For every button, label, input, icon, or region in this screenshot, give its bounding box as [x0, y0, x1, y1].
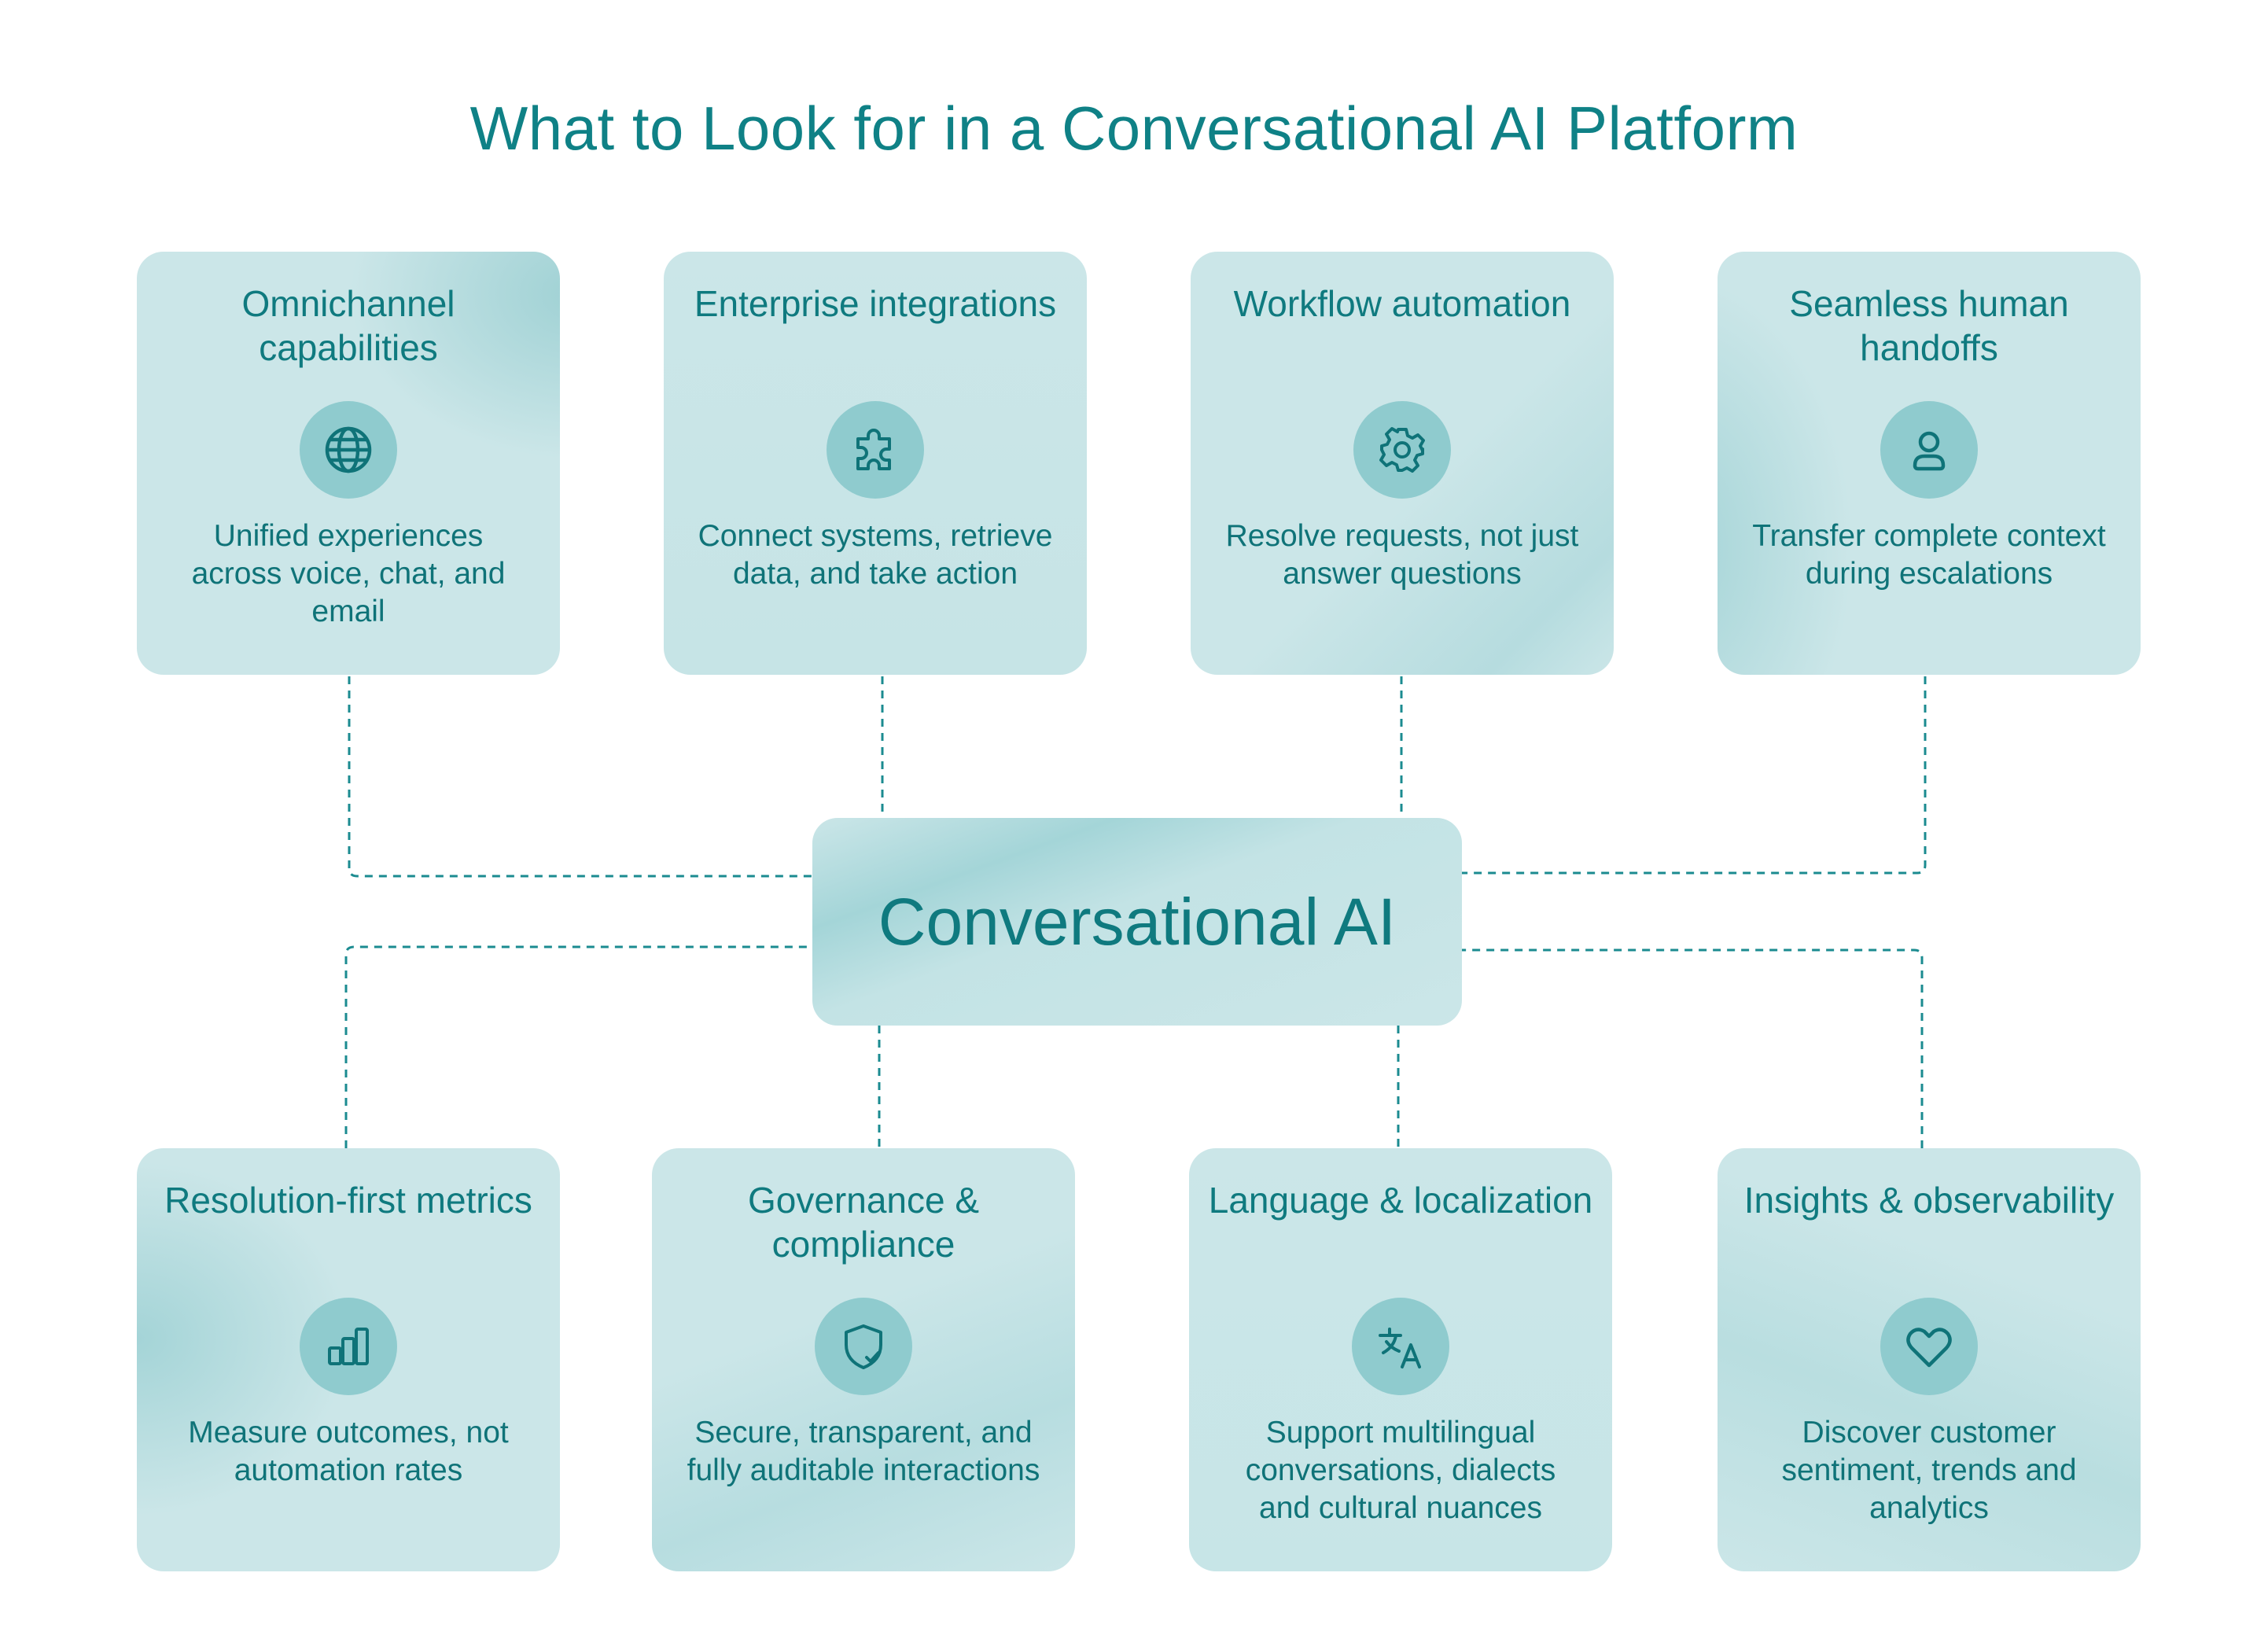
user-icon	[1880, 401, 1978, 499]
card-description: Measure outcomes, not automation rates	[188, 1416, 509, 1487]
connector-omnichannel	[348, 676, 812, 878]
card-insights-observability: Insights & observability Discover custom…	[1718, 1148, 2141, 1571]
card-human-handoffs: Seamless human handoffs Transfer complet…	[1718, 252, 2141, 675]
puzzle-icon	[827, 401, 924, 499]
bar-chart-icon	[300, 1298, 397, 1395]
translate-icon	[1352, 1298, 1449, 1395]
hub-label: Conversational AI	[878, 884, 1397, 959]
card-description: Secure, transparent, and fully auditable…	[687, 1416, 1040, 1487]
card-title: Workflow automation	[1233, 283, 1571, 324]
globe-icon	[300, 401, 397, 499]
card-title: Governance & compliance	[747, 1180, 980, 1265]
card-title: Insights & observability	[1743, 1180, 2115, 1221]
card-title: Language & localization	[1208, 1180, 1593, 1221]
card-title: Enterprise integrations	[694, 283, 1057, 324]
card-description: Unified experiences across voice, chat, …	[191, 519, 506, 628]
card-description: Support multilingual conversations, dial…	[1245, 1416, 1556, 1525]
card-governance-compliance: Governance & compliance Secure, transpar…	[652, 1148, 1075, 1571]
card-enterprise-integrations: Enterprise integrations Connect systems,…	[664, 252, 1087, 675]
card-language-localization: Language & localization Support multilin…	[1189, 1148, 1612, 1571]
connector-insights	[1462, 948, 1924, 1148]
diagram-title: What to Look for in a Conversational AI …	[469, 94, 1799, 163]
connector-resolution	[344, 945, 812, 1148]
card-resolution-metrics: Resolution-first metrics Measure outcome…	[137, 1148, 560, 1571]
card-workflow-automation: Workflow automation Resolve requests, no…	[1191, 252, 1614, 675]
card-title: Seamless human handoffs	[1789, 283, 2069, 368]
card-description: Connect systems, retrieve data, and take…	[698, 519, 1053, 591]
shield-check-icon	[815, 1298, 912, 1395]
card-omnichannel: Omnichannel capabilities Unified experie…	[137, 252, 560, 675]
card-description: Discover customer sentiment, trends and …	[1781, 1416, 2077, 1525]
hub-conversational-ai: Conversational AI	[812, 818, 1462, 1026]
card-description: Resolve requests, not just answer questi…	[1225, 519, 1579, 591]
card-title: Resolution-first metrics	[164, 1180, 532, 1221]
card-description: Transfer complete context during escalat…	[1752, 519, 2106, 591]
connector-handoffs	[1462, 676, 1927, 875]
gear-icon	[1353, 401, 1451, 499]
card-title: Omnichannel capabilities	[241, 283, 455, 368]
heart-icon	[1880, 1298, 1978, 1395]
